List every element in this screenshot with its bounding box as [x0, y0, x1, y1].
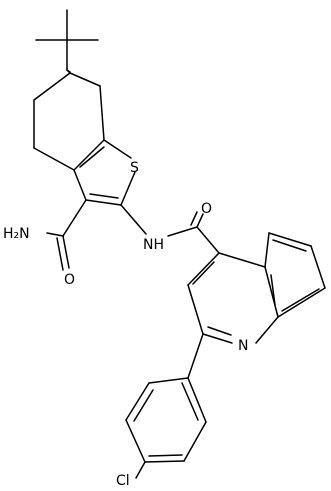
quinoline-pyridine-ring — [187, 252, 279, 344]
sulfur-atom-label: S — [130, 160, 139, 176]
carboxamide-group — [46, 199, 87, 271]
thiophene-ring — [73, 139, 136, 206]
chlorine-bond — [135, 461, 146, 479]
carboxamide-oxygen-label: O — [64, 272, 75, 288]
amide-nh-linker — [120, 204, 198, 237]
chlorophenyl-ring — [125, 333, 207, 463]
quinoline-benzo-ring — [264, 232, 326, 318]
chlorine-label: Cl — [116, 473, 130, 489]
quinoline-nitrogen-label: N — [238, 338, 248, 354]
quinoline-carbonyl — [190, 211, 220, 254]
amide-nh-label: NH — [143, 237, 164, 253]
tert-butyl-group — [35, 9, 99, 73]
amide-oxygen-label: O — [201, 201, 212, 217]
cyclohexene-ring — [33, 72, 105, 171]
amine-nh2-label: H₂N — [3, 226, 30, 242]
